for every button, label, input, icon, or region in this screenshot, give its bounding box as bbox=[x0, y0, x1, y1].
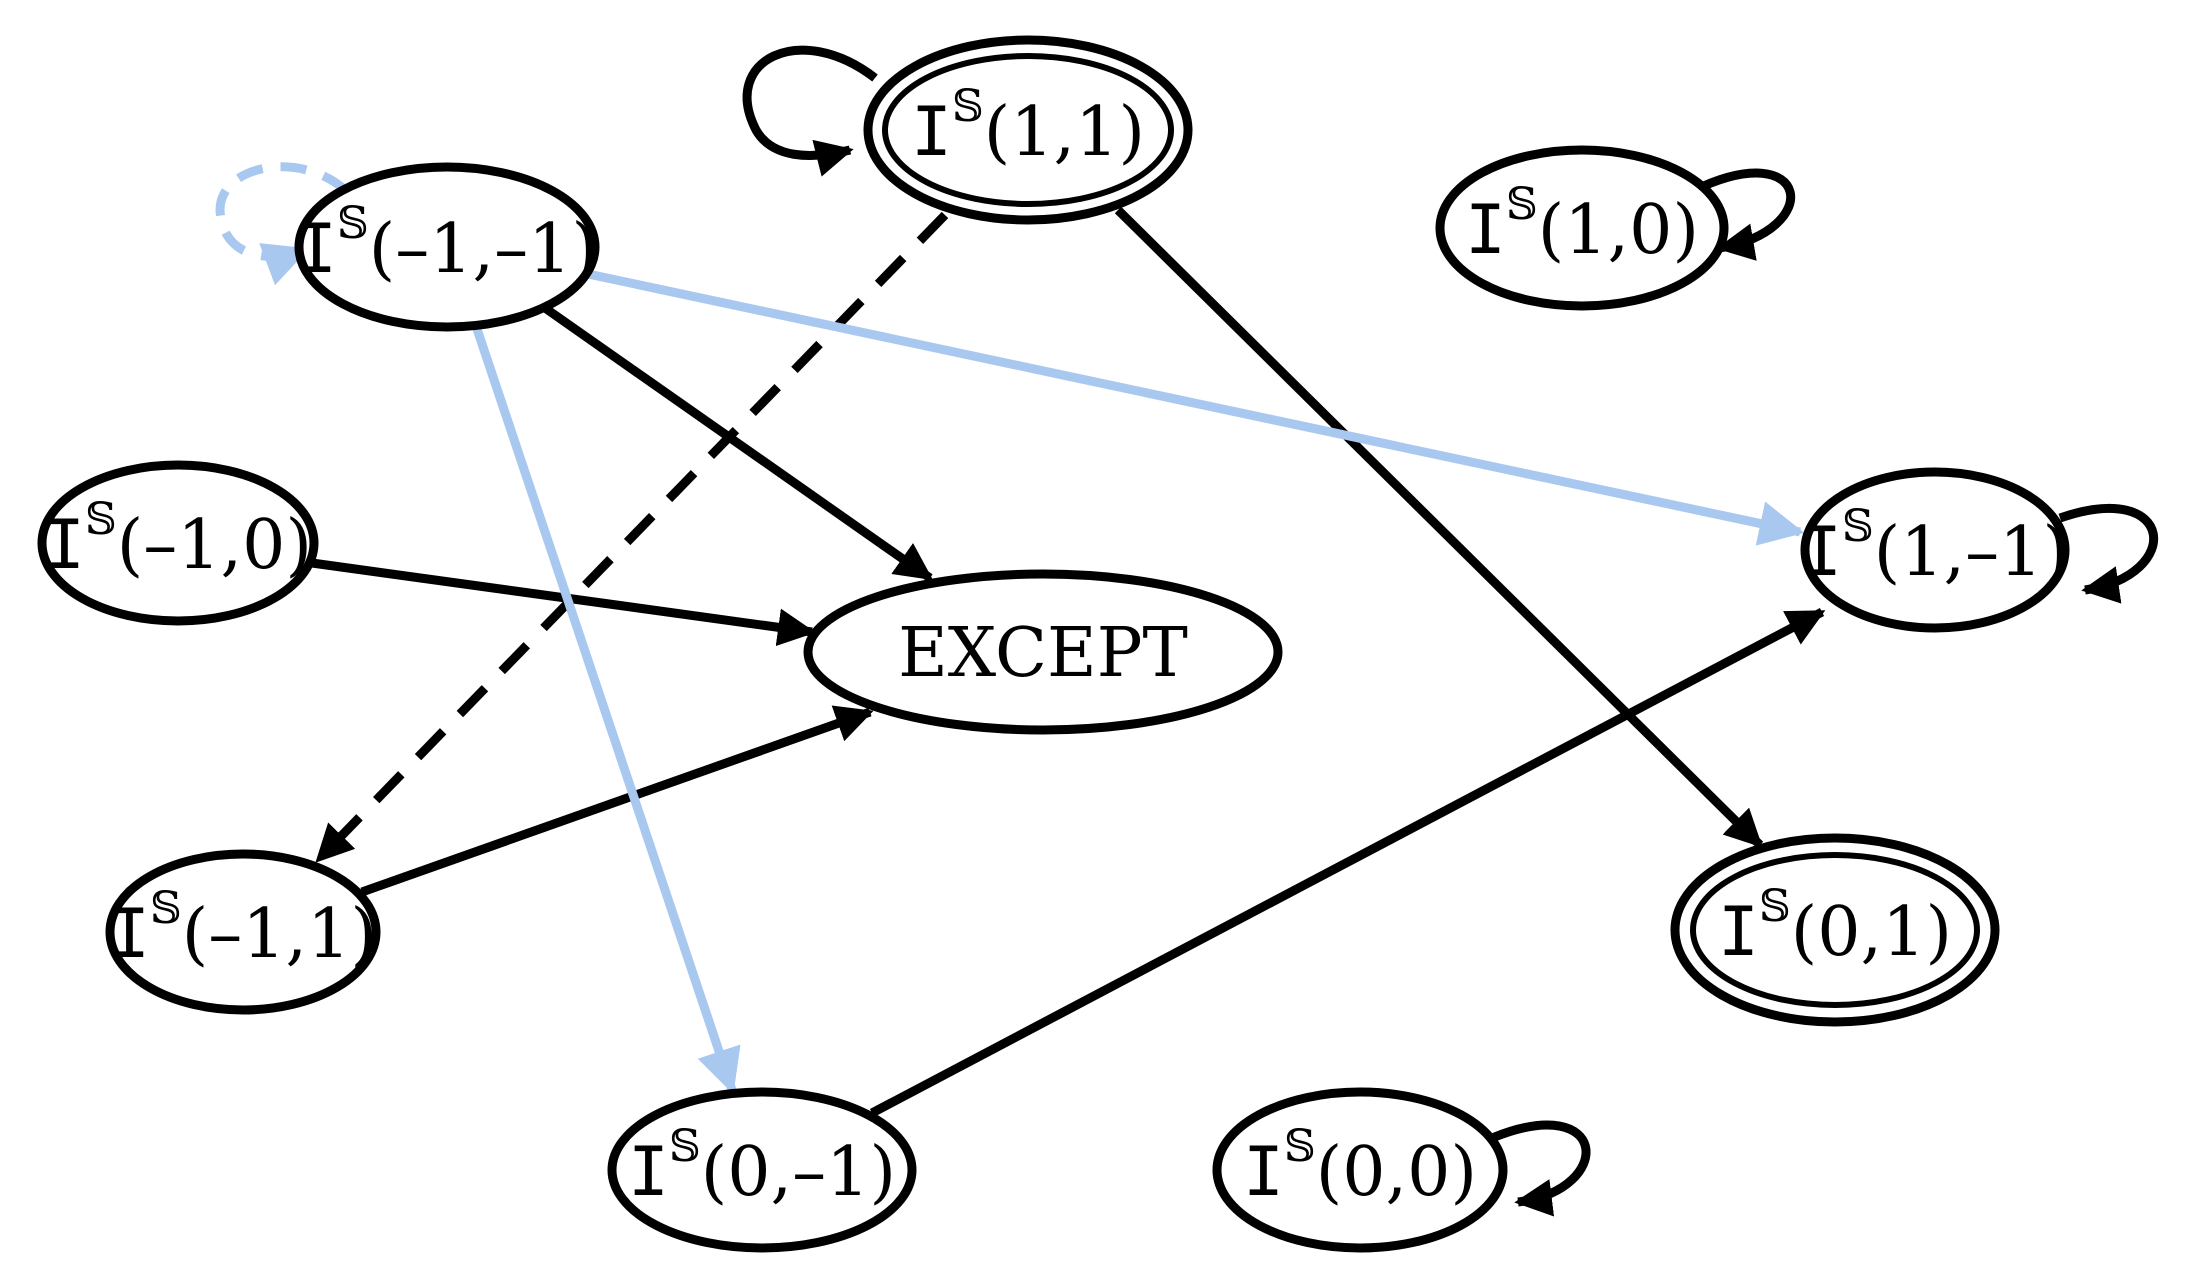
node-label-args: (0,0) bbox=[1316, 1133, 1477, 1212]
node-label-args: (1,1) bbox=[984, 93, 1145, 172]
svg-text:I𝕊(–1,–1): I𝕊(–1,–1) bbox=[296, 198, 598, 289]
self-loop-10 bbox=[1693, 168, 1796, 261]
edge-m1m1-to-1m1-blue bbox=[559, 263, 1805, 546]
node-except[interactable]: EXCEPT bbox=[803, 569, 1283, 735]
node-label-sup: 𝕊 bbox=[1506, 179, 1538, 230]
svg-text:I𝕊(1,–1): I𝕊(1,–1) bbox=[1801, 501, 2069, 592]
nodes: I𝕊(1,1) I𝕊(1,0) I𝕊(–1,–1) I𝕊(–1,0) EXCEP… bbox=[37, 35, 2070, 1253]
node-label-args: (–1,–1) bbox=[369, 210, 598, 289]
node-label-prefix: I bbox=[1718, 893, 1759, 972]
node-label-prefix: I bbox=[1801, 513, 1842, 592]
svg-text:I𝕊(1,0): I𝕊(1,0) bbox=[1465, 179, 1699, 270]
node-label-sup: 𝕊 bbox=[952, 81, 984, 132]
node-label-sup: 𝕊 bbox=[150, 883, 182, 934]
self-loop-m1m1-dashed bbox=[215, 162, 348, 286]
edge-m11-to-except bbox=[360, 705, 874, 897]
node-label-sup: 𝕊 bbox=[1842, 501, 1874, 552]
node-label-sup: 𝕊 bbox=[85, 494, 117, 545]
edge-m1m1-to-except bbox=[542, 304, 934, 582]
node-label-args: (–1,1) bbox=[182, 895, 377, 974]
node-label-args: (0,–1) bbox=[701, 1133, 896, 1212]
node-label-prefix: I bbox=[296, 210, 337, 289]
node-I-1-m1[interactable]: I𝕊(1,–1) bbox=[1800, 467, 2070, 633]
node-I-1-0[interactable]: I𝕊(1,0) bbox=[1435, 145, 1729, 311]
node-I-1-1[interactable]: I𝕊(1,1) bbox=[863, 35, 1193, 225]
node-I-m1-m1[interactable]: I𝕊(–1,–1) bbox=[294, 162, 600, 332]
node-I-m1-1[interactable]: I𝕊(–1,1) bbox=[105, 849, 381, 1015]
self-loop-1m1 bbox=[2058, 503, 2159, 604]
node-label-prefix: I bbox=[44, 506, 85, 585]
node-label-args: (1,0) bbox=[1538, 191, 1699, 270]
node-label-prefix: I bbox=[911, 93, 952, 172]
self-loops bbox=[215, 45, 2159, 1217]
node-label-except: EXCEPT bbox=[898, 614, 1188, 693]
node-label-prefix: I bbox=[1465, 191, 1506, 270]
node-label-prefix: I bbox=[109, 895, 150, 974]
svg-text:I𝕊(0,1): I𝕊(0,1) bbox=[1718, 881, 1952, 972]
edge-11-to-m11-dashed bbox=[314, 211, 949, 864]
node-I-m1-0[interactable]: I𝕊(–1,0) bbox=[37, 460, 319, 626]
self-loop-00 bbox=[1490, 1120, 1591, 1217]
self-loop-11 bbox=[742, 45, 878, 177]
edge-11-to-01 bbox=[1114, 206, 1764, 849]
svg-text:I𝕊(–1,1): I𝕊(–1,1) bbox=[109, 883, 377, 974]
node-label-sup: 𝕊 bbox=[337, 198, 369, 249]
node-I-0-1[interactable]: I𝕊(0,1) bbox=[1670, 833, 2000, 1027]
svg-text:I𝕊(1,1): I𝕊(1,1) bbox=[911, 81, 1145, 172]
node-label-sup: 𝕊 bbox=[669, 1121, 701, 1172]
node-label-prefix: I bbox=[1243, 1133, 1284, 1212]
node-I-0-0[interactable]: I𝕊(0,0) bbox=[1212, 1087, 1508, 1253]
node-label-args: (0,1) bbox=[1791, 893, 1952, 972]
edge-m10-to-except bbox=[311, 558, 816, 647]
node-I-0-m1[interactable]: I𝕊(0,–1) bbox=[607, 1087, 917, 1253]
edge-m1m1-to-0m1-blue bbox=[470, 321, 741, 1095]
node-label-args: (1,–1) bbox=[1874, 513, 2069, 592]
svg-text:I𝕊(0,–1): I𝕊(0,–1) bbox=[628, 1121, 896, 1212]
svg-text:I𝕊(0,0): I𝕊(0,0) bbox=[1243, 1121, 1477, 1212]
node-label-sup: 𝕊 bbox=[1284, 1121, 1316, 1172]
node-label-prefix: I bbox=[628, 1133, 669, 1212]
edges bbox=[311, 206, 1826, 1117]
svg-text:I𝕊(–1,0): I𝕊(–1,0) bbox=[44, 494, 312, 585]
edge-0m1-to-1m1 bbox=[869, 608, 1826, 1117]
node-label-sup: 𝕊 bbox=[1759, 881, 1791, 932]
node-label-args: (–1,0) bbox=[117, 506, 312, 585]
